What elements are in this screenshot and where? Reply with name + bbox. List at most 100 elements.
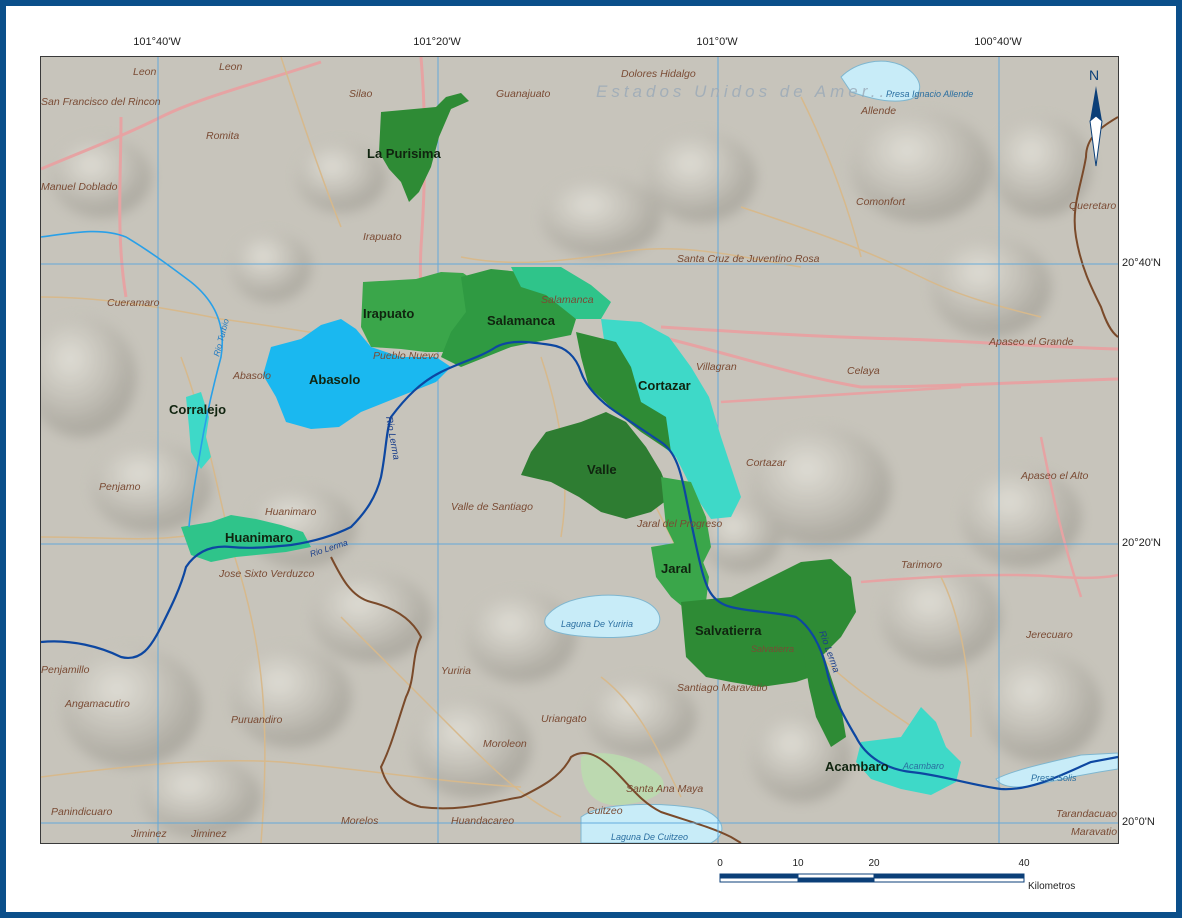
- place-label: Presa Ignacio Allende: [886, 89, 973, 99]
- river-lerma: [41, 340, 1118, 791]
- zone-huanimaro: [181, 515, 311, 562]
- latitude-label: 20°0'N: [1122, 816, 1155, 828]
- place-label: Morelos: [341, 815, 379, 827]
- map-canvas[interactable]: Estados Unidos de Amer... Leon Leon San …: [40, 56, 1119, 844]
- scale-segment: [719, 873, 799, 879]
- scale-tick-label: 0: [717, 858, 723, 869]
- place-label: Cuitzeo: [587, 805, 623, 817]
- hillshade: [41, 112, 1101, 837]
- north-label: N: [1089, 67, 1099, 83]
- overlay-text: Estados Unidos de Amer...: [596, 82, 897, 101]
- place-label: Allende: [860, 105, 896, 117]
- place-label: Leon: [219, 61, 243, 73]
- place-labels: Leon Leon San Francisco del Rincon Silao…: [41, 61, 1117, 842]
- place-label: Salvatierra: [751, 644, 794, 654]
- scale-segment: [873, 877, 1025, 883]
- north-arrow-icon: [1089, 115, 1103, 167]
- zone-label: Salamanca: [487, 313, 556, 328]
- place-label: Celaya: [847, 365, 880, 377]
- place-label: Tarandacuao: [1056, 808, 1117, 820]
- place-label: Comonfort: [856, 196, 906, 208]
- place-label: Panindicuaro: [51, 806, 112, 818]
- place-label: Penjamillo: [41, 664, 90, 676]
- scale-segment: [797, 873, 875, 879]
- place-label: Salamanca: [541, 294, 594, 306]
- latitude-label: 20°40'N: [1122, 257, 1161, 269]
- place-label: Penjamo: [99, 481, 141, 493]
- irrigation-zones: [181, 93, 961, 795]
- scale-bar: 0 10 20 40 Kilometros: [700, 854, 1120, 898]
- place-label: Cortazar: [746, 457, 787, 469]
- scale-tick-label: 20: [868, 858, 880, 869]
- longitude-label: 101°0'W: [696, 36, 738, 48]
- place-label: Angamacutiro: [64, 698, 130, 710]
- zone-acambaro: [856, 707, 961, 795]
- zone-label: Acambaro: [825, 759, 889, 774]
- state-border: [330, 556, 742, 843]
- place-label: Silao: [349, 88, 373, 100]
- place-label: Dolores Hidalgo: [621, 68, 696, 80]
- place-label: Jiminez: [190, 828, 227, 840]
- zone-label: Huanimaro: [225, 530, 293, 545]
- place-label: Jaral del Progreso: [636, 518, 722, 530]
- place-label: Abasolo: [232, 370, 271, 382]
- zone-corralejo: [186, 392, 211, 469]
- zone-la-purisima: [379, 93, 469, 202]
- place-label: Manuel Doblado: [41, 181, 118, 193]
- place-label: Huandacareo: [451, 815, 514, 827]
- place-label: Presa Solis: [1031, 773, 1077, 783]
- zone-label: Abasolo: [309, 372, 360, 387]
- longitude-label: 101°40'W: [133, 36, 181, 48]
- place-label: Huanimaro: [265, 506, 317, 518]
- place-label: Moroleon: [483, 738, 527, 750]
- place-label: Santiago Maravatio: [677, 682, 768, 694]
- place-label: Villagran: [696, 361, 737, 373]
- zone-salamanca-light: [511, 267, 611, 319]
- place-label: Cueramaro: [107, 297, 160, 309]
- place-label: Santa Cruz de Juventino Rosa: [677, 253, 820, 265]
- scale-tick-label: 40: [1018, 858, 1030, 869]
- reservoir-solis: [995, 752, 1118, 788]
- zone-salvatierra-strip: [801, 637, 846, 747]
- zone-label: Salvatierra: [695, 623, 762, 638]
- reservoir-allende: [840, 60, 921, 102]
- lake-yuriria: [544, 594, 661, 638]
- place-label: Queretaro: [1069, 200, 1116, 212]
- place-label: Valle de Santiago: [451, 501, 533, 513]
- scale-segment: [873, 873, 1025, 879]
- zone-label: La Purisima: [367, 146, 441, 161]
- zone-label: Jaral: [661, 561, 691, 576]
- zone-labels: La Purisima Irapuato Salamanca Abasolo C…: [169, 146, 889, 774]
- zone-cortazar-dark: [576, 332, 671, 452]
- place-label: Irapuato: [363, 231, 402, 243]
- place-label: Santa Ana Maya: [626, 783, 703, 795]
- place-label: Leon: [133, 66, 157, 78]
- zone-label: Irapuato: [363, 306, 414, 321]
- place-label: Apaseo el Alto: [1020, 470, 1088, 482]
- zone-abasolo: [263, 319, 451, 429]
- latitude-label: 20°20'N: [1122, 537, 1161, 549]
- place-label: Tarimoro: [901, 559, 942, 571]
- longitude-label: 101°20'W: [413, 36, 461, 48]
- zone-label: Corralejo: [169, 402, 226, 417]
- place-label: Acambaro: [902, 761, 944, 771]
- scale-unit: Kilometros: [1028, 881, 1075, 892]
- north-arrow: N: [1086, 66, 1106, 176]
- scale-segment: [719, 877, 799, 883]
- river-turbio: [41, 230, 223, 528]
- place-label: Jiminez: [130, 828, 167, 840]
- place-label: Pueblo Nuevo: [373, 350, 439, 362]
- scale-segment: [797, 877, 875, 883]
- scale-tick-label: 10: [792, 858, 804, 869]
- place-label: Laguna De Yuriria: [561, 619, 633, 629]
- place-label: Maravatio: [1071, 826, 1117, 838]
- place-label: Laguna De Cuitzeo: [611, 832, 688, 842]
- zone-label: Cortazar: [638, 378, 691, 393]
- place-label: Jerecuaro: [1025, 629, 1073, 641]
- zone-valle: [521, 412, 671, 519]
- place-label: Romita: [206, 130, 239, 142]
- zone-cortazar: [601, 319, 741, 519]
- place-label: Yuriria: [441, 665, 471, 677]
- north-arrow-icon: [1090, 86, 1102, 121]
- longitude-label: 100°40'W: [974, 36, 1022, 48]
